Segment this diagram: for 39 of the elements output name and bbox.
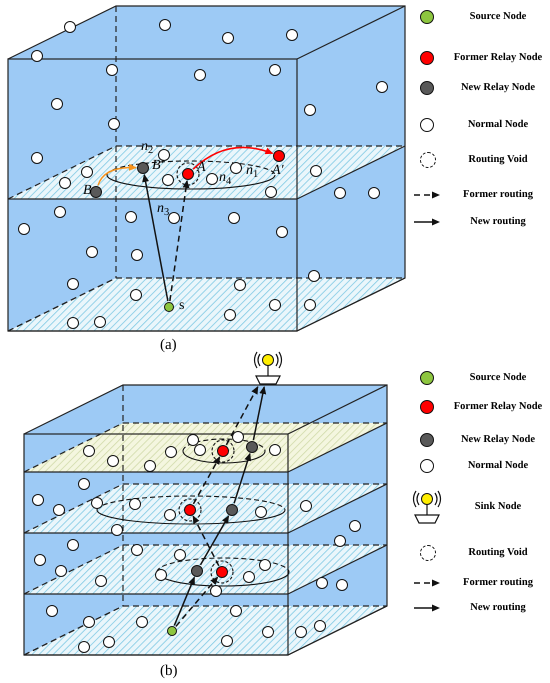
node-label: s xyxy=(179,299,184,313)
node-name-label: n$_{2}$ xyxy=(141,140,154,154)
legend-text: Routing Void xyxy=(467,153,529,166)
legend-text: Former routing xyxy=(462,188,534,202)
routing-arrow xyxy=(252,386,266,440)
routing-arrow xyxy=(142,174,169,302)
routing-arrow xyxy=(192,146,274,170)
routing-arrow xyxy=(97,164,137,186)
legend-text: New routing xyxy=(469,215,527,228)
node-label: A xyxy=(197,161,206,175)
legend-text: Routing Void xyxy=(467,546,529,560)
panel-label: (b) xyxy=(160,664,178,679)
legend-text: Former Relay Node xyxy=(452,51,544,64)
routing-arrow xyxy=(192,456,220,504)
routing-arrow xyxy=(233,452,252,504)
legend-text: Normal Node xyxy=(466,459,530,472)
node-name-label: n$_{1}$ xyxy=(246,164,258,178)
node-label: B xyxy=(83,184,92,198)
legend-text: Sink Node xyxy=(474,500,522,514)
node-name-label: n$_{4}$ xyxy=(219,171,232,185)
legend-text: Former routing xyxy=(462,576,534,590)
routing-arrow xyxy=(192,515,220,566)
routing-arrow xyxy=(200,515,230,566)
legend-text: Source Node xyxy=(468,10,528,24)
legend-text: New Relay Node xyxy=(460,433,536,446)
routing-arrow xyxy=(175,576,218,627)
legend-text: New Relay Node xyxy=(460,81,536,94)
legend-text: Source Node xyxy=(468,371,528,384)
sink-node-icon xyxy=(251,350,285,386)
legend-text: New routing xyxy=(469,601,527,614)
legend-text: Former Relay Node xyxy=(452,400,544,414)
node-label: B' xyxy=(152,159,164,173)
legend-text: Normal Node xyxy=(466,118,530,132)
node-name-label: n$_{3}$ xyxy=(157,202,170,216)
node-label: A' xyxy=(272,164,284,178)
routing-arrow xyxy=(226,386,258,446)
routing-arrow xyxy=(169,180,190,302)
routing-arrow xyxy=(174,576,195,626)
panel-label: (a) xyxy=(160,338,177,353)
